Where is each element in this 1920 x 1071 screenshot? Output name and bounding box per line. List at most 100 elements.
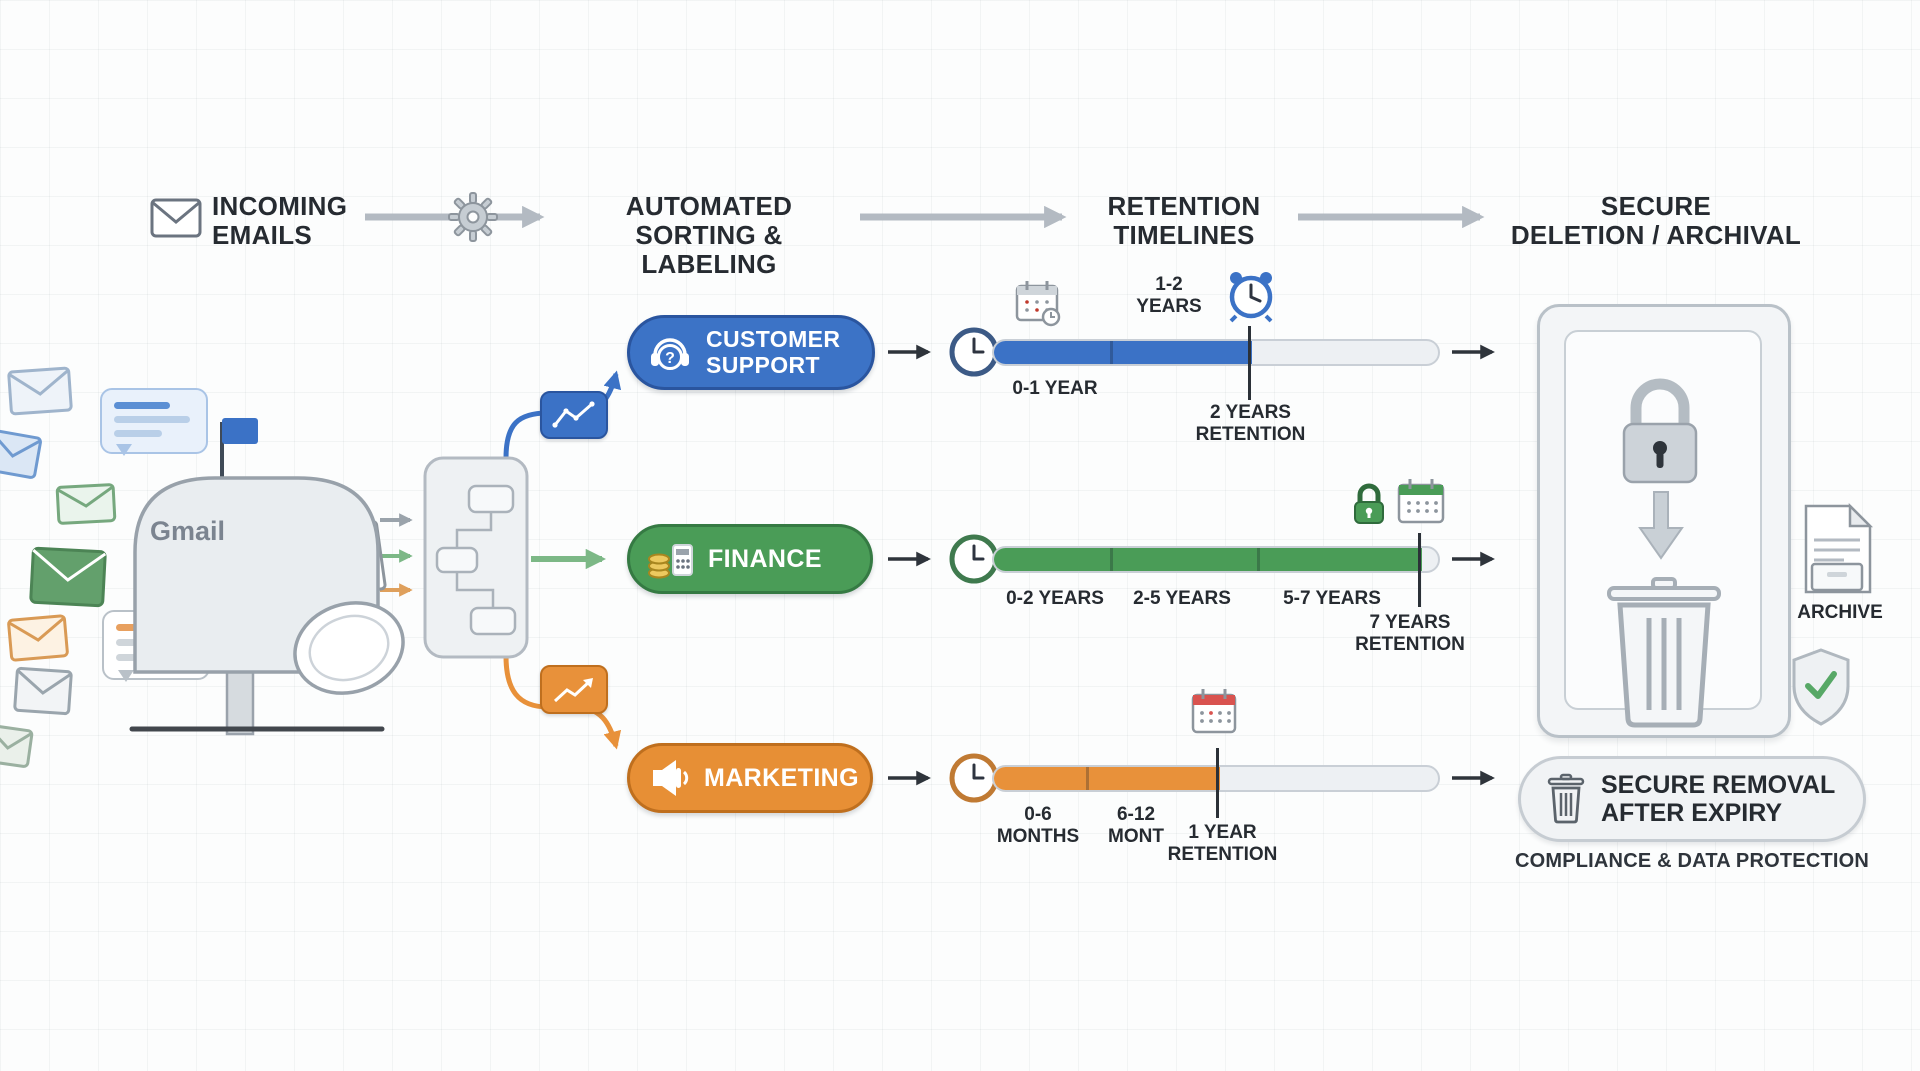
pill-label: FINANCE	[708, 544, 822, 573]
stage-retention-timelines: RETENTION TIMELINES	[1084, 191, 1284, 251]
stage-line: EMAILS	[212, 220, 313, 251]
bubble-text-bar	[114, 402, 170, 409]
label-line: 5-7 YEARS	[1283, 588, 1381, 609]
timeline-tick	[1110, 548, 1113, 571]
floating-envelope-icon	[7, 366, 73, 416]
label-line: MONT	[1108, 825, 1164, 847]
compliance-caption: COMPLIANCE & DATA PROTECTION	[1514, 850, 1870, 872]
floating-envelope-icon	[13, 666, 73, 716]
lock-icon	[1354, 483, 1384, 524]
label-line: 7 YEARS	[1369, 612, 1451, 633]
support-seg1-label: 0-1 YEAR	[1002, 378, 1108, 400]
floating-envelope-icon	[0, 724, 34, 768]
gmail-mailbox-icon: Gmail	[129, 418, 405, 736]
label-line: 1-2	[1155, 274, 1183, 295]
pill-label: CUSTOMER SUPPORT	[706, 327, 840, 378]
support-above-label: 1-2 YEARS	[1119, 274, 1219, 318]
pill-label-line: CUSTOMER	[706, 326, 841, 353]
label-line: SECURE REMOVAL	[1601, 771, 1836, 799]
alarm-clock-icon	[1229, 272, 1273, 323]
question-mark: ?	[665, 350, 675, 367]
calendar-icon	[1397, 479, 1445, 524]
label-line: 6-12	[1116, 804, 1156, 825]
label-line: MONTHS	[996, 825, 1080, 847]
stage-incoming-emails: INCOMING EMAILS	[212, 191, 392, 251]
marketing-chart-badge	[540, 665, 608, 714]
chat-bubble-icon	[100, 388, 208, 456]
finance-seg2-label: 2-5 YEARS	[1127, 588, 1237, 610]
pill-label-line: SUPPORT	[706, 351, 820, 378]
stage-line: TIMELINES	[1113, 220, 1255, 251]
floating-envelope-icon	[55, 483, 117, 525]
timeline-tick	[1110, 341, 1113, 364]
headset-question-icon: ?	[651, 337, 689, 370]
label-line: RETENTION	[1195, 423, 1306, 445]
padlock-icon	[1622, 378, 1698, 484]
stage-secure-deletion: SECURE DELETION / ARCHIVAL	[1496, 191, 1816, 251]
stage-line: SORTING & LABELING	[635, 220, 783, 280]
line-chart-icon	[552, 401, 595, 428]
trash-small-icon	[1547, 773, 1585, 824]
down-arrow-icon	[1638, 491, 1684, 560]
marketing-seg2-label: 6-12 MONT	[1086, 804, 1186, 848]
marketing-retention-label: 1 YEAR RETENTION	[1150, 822, 1295, 866]
label-line: 2-5 YEARS	[1133, 588, 1231, 609]
calendar-icon	[1191, 689, 1237, 734]
label-line: YEARS	[1136, 295, 1202, 317]
stage-line: SECURE	[1600, 191, 1712, 221]
label-line: RETENTION	[1355, 633, 1465, 655]
finance-seg1-label: 0-2 YEARS	[1000, 588, 1110, 610]
label-line: 0-1 YEAR	[1012, 378, 1098, 399]
bubble-text-bar	[114, 416, 190, 423]
trash-icon	[1607, 577, 1721, 728]
stage-automated-sorting: AUTOMATED SORTING & LABELING	[578, 191, 840, 280]
support-retention-label: 2 YEARS RETENTION	[1178, 402, 1323, 446]
finance-timeline-fill	[994, 548, 1422, 571]
label-line: AFTER EXPIRY	[1601, 799, 1783, 827]
secure-removal-label: SECURE REMOVAL AFTER EXPIRY	[1601, 771, 1835, 827]
calendar-clock-icon	[1015, 281, 1061, 327]
support-retention-marker	[1248, 326, 1251, 400]
finance-timeline-track	[992, 546, 1440, 573]
megaphone-icon	[653, 760, 689, 796]
label-line: 0-2 YEARS	[1006, 588, 1104, 609]
gear-icon	[448, 192, 498, 242]
floating-envelope-icon	[29, 546, 107, 608]
stage-line: DELETION / ARCHIVAL	[1510, 220, 1802, 251]
label-line: RETENTION	[1167, 843, 1278, 865]
support-chart-badge	[540, 391, 608, 439]
finance-seg3-label: 5-7 YEARS	[1277, 588, 1387, 610]
stage-line: INCOMING	[212, 191, 348, 221]
gmail-label: Gmail	[150, 516, 225, 546]
finance-retention-marker	[1418, 533, 1421, 607]
marketing-retention-marker	[1216, 748, 1219, 818]
category-pill-marketing: MARKETING	[627, 743, 873, 813]
label-line: 1 YEAR	[1188, 822, 1257, 843]
label-line: 2 YEARS	[1210, 402, 1291, 423]
secure-removal-box: SECURE REMOVAL AFTER EXPIRY	[1518, 756, 1866, 842]
sorting-node	[423, 456, 529, 659]
clock-icon	[949, 534, 999, 584]
timeline-tick	[1086, 767, 1089, 790]
support-timeline-track	[992, 339, 1440, 366]
marketing-timeline-fill	[994, 767, 1220, 790]
stage-line: AUTOMATED	[625, 191, 793, 221]
document-archive-icon	[1804, 502, 1874, 594]
trend-up-icon	[553, 677, 593, 702]
coins-calculator-icon	[648, 544, 693, 579]
label-line: 0-6	[1024, 804, 1052, 825]
archive-label: ARCHIVE	[1797, 602, 1883, 623]
floating-envelope-icon	[0, 429, 42, 479]
bubble-text-bar	[114, 430, 162, 437]
shield-check-icon	[1792, 648, 1850, 726]
category-pill-finance: FINANCE	[627, 524, 873, 594]
category-pill-customer-support: ? CUSTOMER SUPPORT	[627, 315, 875, 390]
pill-label: MARKETING	[704, 763, 859, 792]
envelope-icon	[150, 198, 202, 238]
marketing-seg1-label: 0-6 MONTHS	[988, 804, 1088, 848]
support-timeline-fill	[994, 341, 1252, 364]
floating-envelope-icon	[7, 614, 69, 662]
stage-line: RETENTION	[1107, 191, 1261, 221]
timeline-tick	[1257, 548, 1260, 571]
